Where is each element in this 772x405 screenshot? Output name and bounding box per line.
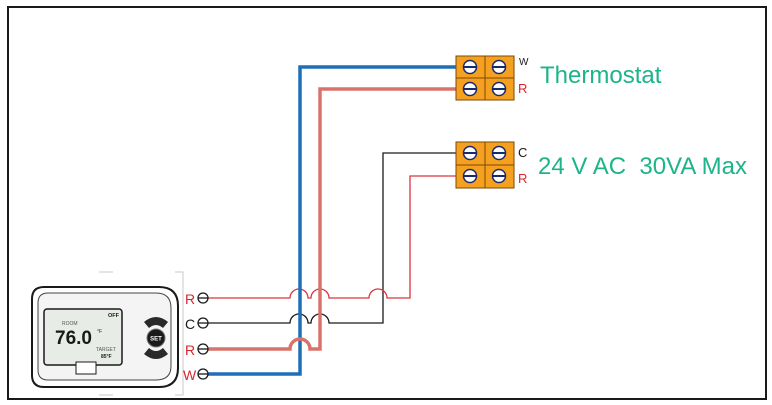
- device-button-cluster: SET: [144, 317, 168, 359]
- wire-r-thermostat: [206, 87, 456, 351]
- terminal-label-r1: R: [185, 291, 195, 307]
- screw-icon: [462, 59, 478, 75]
- screw-icon: [462, 168, 478, 184]
- terminal-label-r2: R: [185, 342, 195, 358]
- device-temperature: 76.0: [55, 328, 92, 349]
- wire-w: [206, 65, 456, 376]
- device-target-value: 85°F: [101, 354, 112, 360]
- power-c-label: C: [518, 145, 527, 160]
- wire-r-power: [206, 175, 456, 299]
- screw-icon: [491, 145, 507, 161]
- screw-icon: [462, 145, 478, 161]
- device-tab: [75, 361, 97, 375]
- thermostat-terminal-block: [455, 55, 515, 101]
- device-temp-unit: °F: [97, 329, 102, 335]
- thermostat-device: OFF ROOM 76.0 °F TARGET 85°F SET: [31, 286, 179, 388]
- dimension-bracket: [99, 271, 184, 396]
- screw-icon: [491, 168, 507, 184]
- screw-icon: [197, 343, 209, 355]
- diagram-frame: [7, 6, 767, 400]
- thermostat-r-label: R: [518, 81, 527, 96]
- device-target-label: TARGET: [96, 347, 116, 353]
- device-mode: OFF: [108, 313, 120, 319]
- thermostat-w-label: W: [519, 57, 529, 68]
- screw-icon: [491, 59, 507, 75]
- wire-c: [206, 152, 456, 324]
- screw-icon: [197, 292, 209, 304]
- set-button-label: SET: [150, 337, 162, 343]
- power-r-label: R: [518, 171, 527, 186]
- chevron-down-icon[interactable]: [144, 348, 168, 359]
- chevron-up-icon[interactable]: [144, 317, 168, 328]
- power-title: 24 V AC 30VA Max: [538, 153, 747, 180]
- screw-icon: [197, 317, 209, 329]
- terminal-label-c: C: [185, 316, 195, 332]
- screw-icon: [462, 81, 478, 97]
- terminal-label-w: W: [183, 367, 197, 383]
- set-button[interactable]: [146, 328, 166, 348]
- thermostat-title: Thermostat: [540, 62, 662, 89]
- screw-icon: [197, 368, 209, 380]
- power-terminal-block: [455, 141, 515, 189]
- screw-icon: [491, 81, 507, 97]
- device-room-label: ROOM: [62, 321, 78, 327]
